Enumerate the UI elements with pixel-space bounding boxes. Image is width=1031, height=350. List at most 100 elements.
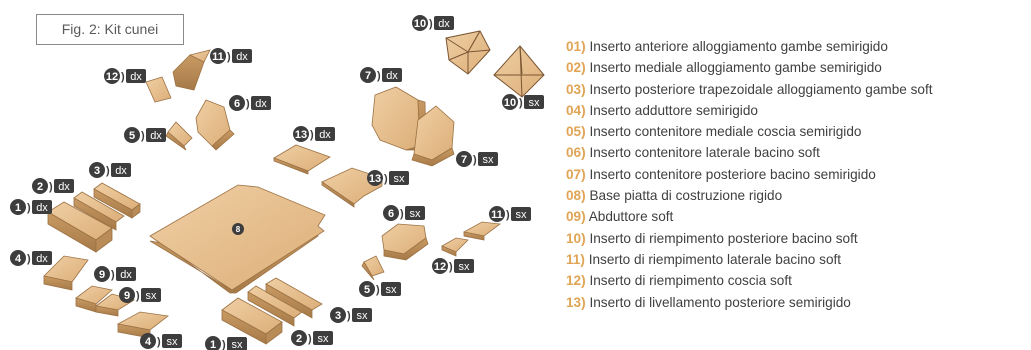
piece-03-dx <box>93 182 141 219</box>
piece-label-9-sx: 9)sx <box>119 287 161 303</box>
legend-number: 08) <box>566 188 586 204</box>
piece-label-7-sx: 7) sx <box>456 151 498 167</box>
piece-number-badge <box>32 178 48 194</box>
piece-paren: ) <box>384 173 388 185</box>
piece-paren: ) <box>506 209 510 221</box>
piece-06-dx <box>195 99 235 151</box>
legend-text: Inserto contenitore laterale bacino soft <box>589 145 820 161</box>
piece-04-sx <box>116 311 169 339</box>
piece-side: sx <box>516 209 528 221</box>
legend-item: 02) Inserto mediale alloggiamento gambe … <box>566 57 1031 78</box>
piece-13-dx <box>273 144 331 175</box>
piece-side: dx <box>58 181 70 193</box>
piece-number: 12 <box>106 71 118 83</box>
piece-side: dx <box>36 202 48 214</box>
piece-side-badge <box>352 308 372 322</box>
piece-side: sx <box>459 261 471 273</box>
piece-side-badge <box>511 207 531 221</box>
piece-10-sx <box>493 45 545 98</box>
piece-number-badge <box>205 336 221 350</box>
piece-number-badge <box>89 162 105 178</box>
piece-number: 1 <box>210 339 216 350</box>
piece-side-badge <box>162 334 182 348</box>
piece-label-5-sx: 5)sx <box>359 281 401 297</box>
piece-paren: ) <box>400 208 404 220</box>
piece-side-badge <box>32 200 52 214</box>
piece-label-11-sx: 11) sx <box>489 206 531 222</box>
legend-number: 05) <box>566 124 586 140</box>
piece-number-badge <box>456 151 472 167</box>
piece-number-badge <box>330 307 346 323</box>
piece-05-sx <box>361 255 385 281</box>
piece-paren: ) <box>27 202 31 214</box>
piece-side-badge <box>32 251 52 265</box>
legend-number: 03) <box>566 81 586 97</box>
piece-label-1-sx: 1)sx <box>205 336 247 350</box>
piece-side-badge <box>54 179 74 193</box>
piece-label-6-dx: 6)dx <box>229 95 271 111</box>
piece-side-badge <box>389 171 409 185</box>
legend-text: Inserto contenitore posteriore bacino se… <box>589 166 876 182</box>
piece-side: sx <box>483 154 495 166</box>
legend-text: Inserto di riempimento posteriore bacino… <box>589 230 858 246</box>
piece-side: sx <box>386 284 398 296</box>
piece-05-dx <box>165 121 193 151</box>
legend-text: Inserto anteriore alloggiamento gambe se… <box>589 39 888 54</box>
legend-text: Inserto di livellamento posteriore semir… <box>589 294 851 310</box>
piece-number-badge <box>502 94 518 110</box>
piece-number-badge <box>210 48 226 64</box>
piece-side: dx <box>120 269 132 281</box>
piece-label-2-dx: 2)dx <box>32 178 74 194</box>
piece-number: 1 <box>15 202 21 214</box>
piece-paren: ) <box>141 130 145 142</box>
piece-label-11-dx: 11)dx <box>210 48 252 64</box>
piece-number: 11 <box>212 51 224 63</box>
legend-item: 04) Inserto adduttore semirigido <box>566 100 1031 121</box>
wedge-kit-diagram: 8 <box>10 15 545 350</box>
piece-label-4-sx: 4)sx <box>140 333 182 349</box>
piece-number: 5 <box>364 284 370 296</box>
piece-06-sx <box>381 223 429 261</box>
legend-item: 07) Inserto contenitore posteriore bacin… <box>566 164 1031 185</box>
legend: 01) Inserto anteriore alloggiamento gamb… <box>566 36 1031 313</box>
piece-side-badge <box>478 152 498 166</box>
piece-number: 11 <box>491 209 503 221</box>
piece-paren: ) <box>377 70 381 82</box>
piece-number: 9 <box>124 290 130 302</box>
piece-07-sx <box>411 105 455 167</box>
piece-number: 10 <box>504 97 516 109</box>
piece-side-badge <box>251 96 271 110</box>
legend-number: 06) <box>566 145 586 161</box>
center-label: 8 <box>236 225 241 234</box>
piece-01-dx <box>47 201 113 253</box>
legend-number: 13) <box>566 294 586 310</box>
piece-02-dx <box>73 191 125 231</box>
piece-paren: ) <box>473 154 477 166</box>
piece-number: 5 <box>129 130 135 142</box>
piece-side: dx <box>36 253 48 265</box>
piece-04-dx <box>43 255 89 291</box>
legend-number: 01) <box>566 39 586 54</box>
piece-side-badge <box>313 331 333 345</box>
piece-label-12-sx: 12)sx <box>432 258 474 274</box>
piece-label-7-dx: 7)dx <box>360 67 402 83</box>
piece-paren: ) <box>27 253 31 265</box>
piece-label-5-dx: 5)dx <box>124 127 166 143</box>
piece-number-badge <box>291 330 307 346</box>
piece-number: 2 <box>37 181 43 193</box>
legend-text: Inserto mediale alloggiamento gambe semi… <box>589 60 882 76</box>
piece-label-4-dx: 4)dx <box>10 250 52 266</box>
piece-number: 13 <box>295 129 307 141</box>
piece-number-badge <box>119 287 135 303</box>
piece-side-badge <box>146 128 166 142</box>
piece-side: sx <box>410 208 422 220</box>
piece-number: 7 <box>461 154 467 166</box>
legend-item: 03) Inserto posteriore trapezoidale allo… <box>566 79 1031 100</box>
piece-paren: ) <box>519 97 523 109</box>
piece-03-sx <box>265 277 323 319</box>
legend-item: 13) Inserto di livellamento posteriore s… <box>566 292 1031 313</box>
piece-number: 6 <box>234 98 240 110</box>
piece-paren: ) <box>449 261 453 273</box>
piece-number: 10 <box>414 18 426 30</box>
